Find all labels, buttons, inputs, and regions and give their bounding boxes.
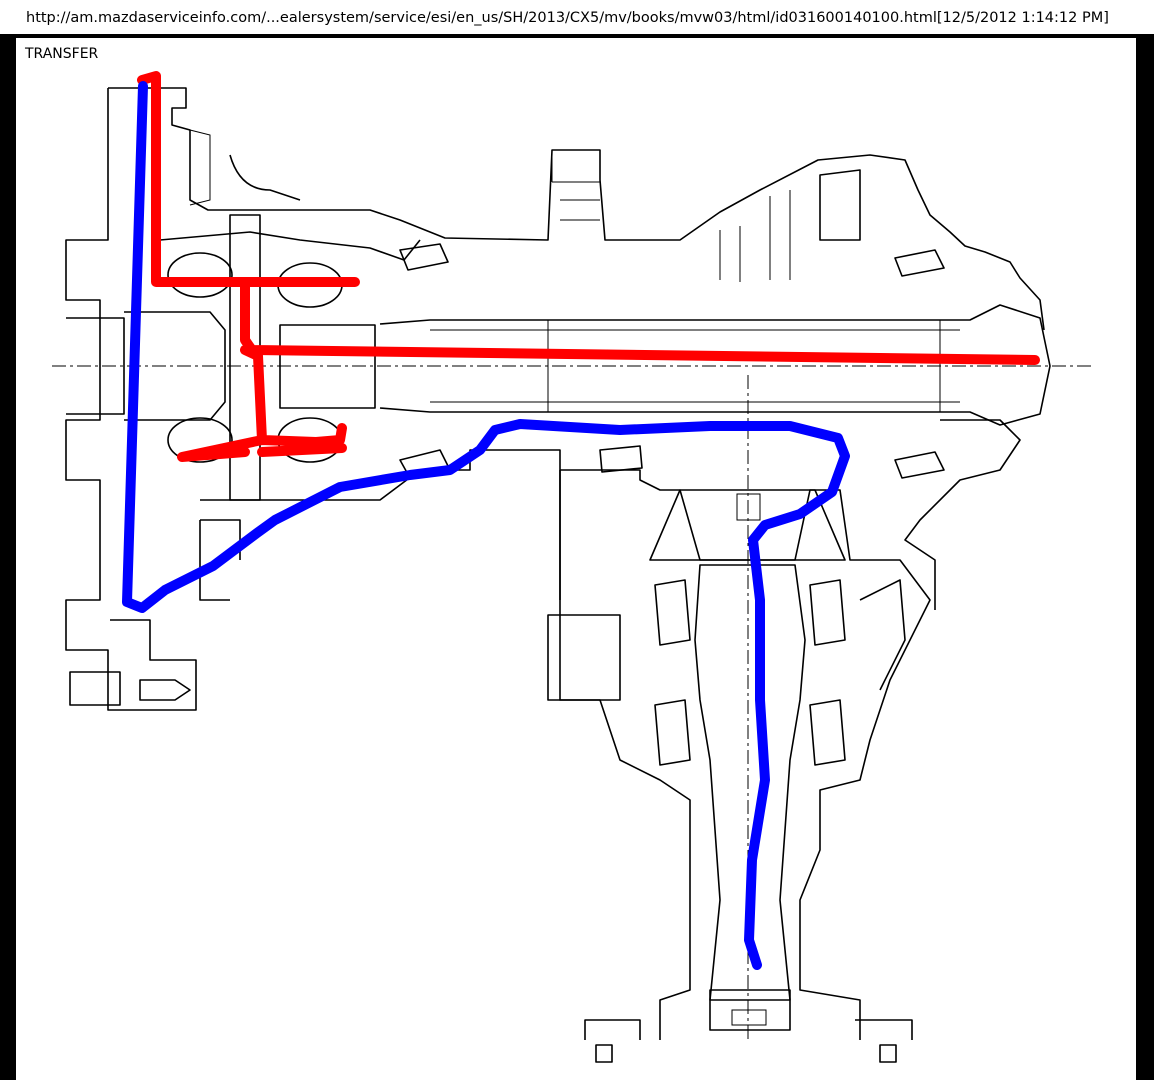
bearing-bottom-right: [894, 451, 945, 479]
bolt-head: [139, 679, 191, 701]
pinion-bearing-lower-right: [809, 699, 846, 766]
url-header[interactable]: http://am.mazdaserviceinfo.com/...ealers…: [0, 0, 1154, 36]
diff-gear-lower-left: [167, 417, 233, 463]
highlight-paths: [122, 71, 1040, 970]
flange-spline: [189, 129, 211, 206]
housing-rib-top: [551, 150, 600, 221]
nut-detail: [731, 1009, 767, 1026]
left-shaft-stub: [66, 317, 125, 415]
bearing-bottom-mid: [599, 445, 643, 473]
red-power-path: [137, 71, 1040, 462]
pinion-housing-left: [559, 470, 691, 1040]
housing-fin-right: [859, 579, 906, 691]
housing-lower-right: [904, 419, 1021, 610]
housing-inner-top: [159, 231, 421, 261]
drawing-lines: [52, 87, 1095, 1063]
bolt-bottom-right: [879, 1044, 897, 1063]
diff-gear-upper-left: [167, 252, 233, 298]
pinion-gear: [649, 489, 846, 561]
breather-tube: [229, 154, 301, 201]
gear-teeth-top: [719, 190, 791, 282]
housing-pocket-top: [819, 169, 861, 241]
pinion-center-mark: [736, 493, 761, 521]
pinion-housing-right: [560, 469, 931, 1040]
pinion-bearing-upper-right: [809, 579, 846, 646]
companion-flange: [584, 1019, 913, 1040]
transfer-cross-section-diagram: [52, 71, 1095, 1063]
document-area: TRANSFER: [16, 38, 1136, 1080]
bolt-bottom-left: [595, 1044, 613, 1063]
side-gear-block: [279, 324, 376, 409]
pinion-bearing-upper-left: [654, 579, 691, 646]
left-hub: [124, 311, 226, 421]
bolt-lower-left: [69, 671, 121, 706]
blue-power-path: [122, 81, 850, 970]
pinion-bearing-lower-left: [654, 699, 691, 766]
main-shaft: [379, 304, 1051, 426]
bearing-top-left: [399, 243, 449, 271]
left-flange-outline: [65, 88, 197, 711]
housing-lower-left: [200, 449, 561, 600]
side-housing-block: [547, 614, 621, 701]
shaft-detail: [430, 320, 960, 412]
pinion-nut: [709, 989, 791, 1031]
bearing-top-right: [894, 249, 945, 277]
diagram-title: TRANSFER: [25, 46, 99, 62]
